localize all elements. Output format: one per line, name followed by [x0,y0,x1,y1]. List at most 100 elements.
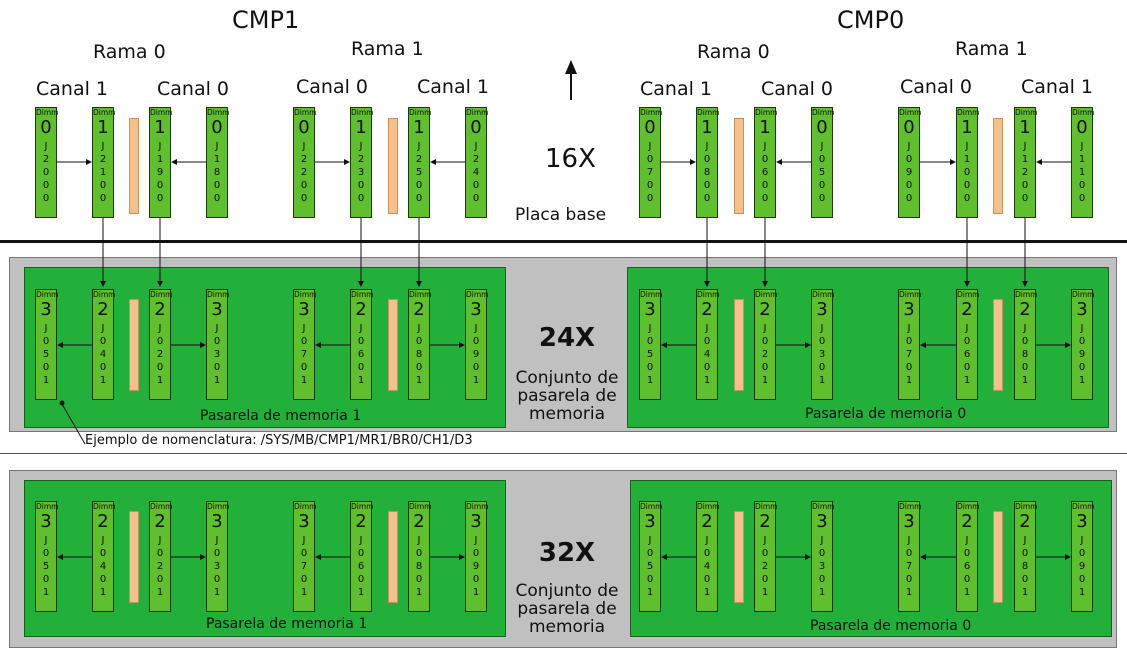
mez24-slot-1 [388,299,398,391]
divider-line [0,240,1127,243]
thin-divider [0,453,1127,454]
pasarela1-label-24x: Pasarela de memoria 1 [200,408,362,424]
dimm-header: Dimm [36,502,59,511]
dimm-number: 3 [298,511,310,532]
dimm-number: 3 [1076,299,1088,320]
dimm-header: Dimm [755,502,778,511]
cmp1-rama0-label: Rama 0 [93,41,166,63]
dimm-header: Dimm [36,108,59,117]
dimm-number: 2 [355,299,367,320]
dimm-number: 3 [903,299,915,320]
dimm-number: 2 [355,511,367,532]
mez32-slot-2 [734,511,744,603]
dimm-number: 3 [903,511,915,532]
pasarela1-label-32x: Pasarela de memoria 1 [206,616,368,632]
cmp1-r0-canal1-label: Canal 1 [36,78,109,100]
label-24x: 24X [538,323,596,353]
dimm-header: Dimm [957,502,980,511]
dimm-header: Dimm [409,502,432,511]
dimm-number: 2 [97,299,109,320]
conjunto-line-3: memoria [528,617,606,637]
dimm-header: Dimm [294,290,317,299]
dimm-number: 3 [816,299,828,320]
dimm-number: 3 [470,299,482,320]
dimm-number: 3 [470,511,482,532]
dimm-header: Dimm [697,502,720,511]
dimm-number: 2 [701,511,713,532]
dimm-number: 2 [701,299,713,320]
dimm-number: 0 [1076,117,1088,138]
dimm-header: Dimm [697,290,720,299]
mez32-slot-1 [388,511,398,603]
cmp0-r1-canal0-label: Canal 0 [900,76,973,98]
dimm-header: Dimm [697,108,720,117]
dimm-number: 2 [154,511,166,532]
dimm-number: 0 [903,117,915,138]
cmp0-rama0-label: Rama 0 [697,41,770,63]
cmp1-r0-canal0-label: Canal 0 [157,78,230,100]
top-slot-2 [734,118,744,214]
dimm-number: 0 [298,117,310,138]
dimm-header: Dimm [812,108,835,117]
mez24-slot-0 [129,299,139,391]
dimm-number: 3 [816,511,828,532]
dimm-header: Dimm [294,108,317,117]
